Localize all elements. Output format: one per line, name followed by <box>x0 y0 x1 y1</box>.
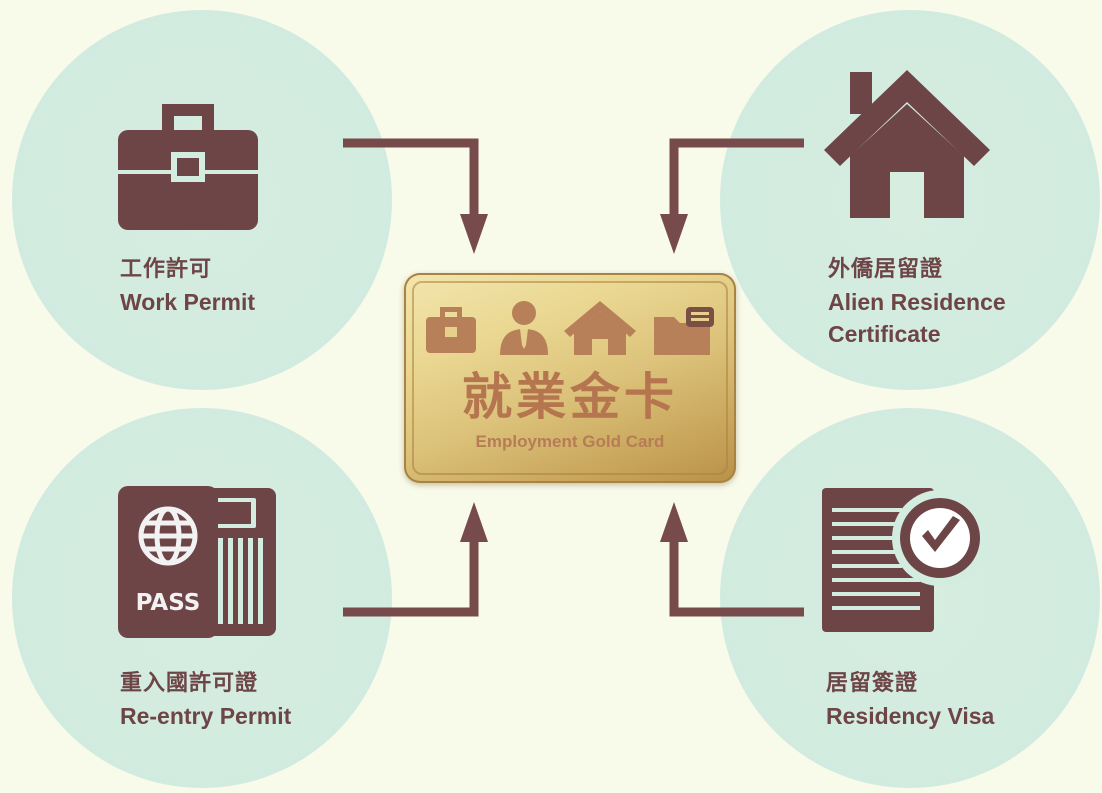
arrow-work-permit <box>343 138 479 224</box>
reentry-permit-label: 重入國許可證 Re-entry Permit <box>120 668 291 732</box>
residency-visa-zh: 居留簽證 <box>826 671 919 696</box>
work-permit-label: 工作許可 Work Permit <box>120 254 255 318</box>
card-title-en: Employment Gold Card <box>475 432 665 451</box>
card-person-icon <box>500 301 548 355</box>
alien-residence-en-line1: Alien Residence <box>828 289 1006 315</box>
arrowhead-alien-residence <box>660 214 688 254</box>
work-permit-en: Work Permit <box>120 289 256 315</box>
arrowhead-work-permit <box>460 214 488 254</box>
card-icon-row <box>426 301 714 355</box>
alien-residence-label: 外僑居留證 Alien Residence Certificate <box>828 254 1068 350</box>
briefcase-icon <box>118 104 258 230</box>
employment-gold-card: 就業金卡 Employment Gold Card <box>404 273 736 483</box>
arrow-residency-visa <box>669 534 804 617</box>
arrowhead-reentry-permit <box>460 502 488 542</box>
arrow-reentry-permit <box>343 534 479 617</box>
passport-icon: PASS <box>118 486 276 638</box>
passport-icon-text: PASS <box>136 590 201 616</box>
arrow-alien-residence <box>669 138 804 224</box>
card-inner-border <box>412 281 728 475</box>
card-house-icon <box>564 301 636 355</box>
document-check-icon <box>822 488 988 632</box>
alien-residence-en-line2: Certificate <box>828 321 941 347</box>
residency-visa-label: 居留簽證 Residency Visa <box>826 668 994 732</box>
reentry-permit-zh: 重入國許可證 <box>120 671 259 696</box>
residency-visa-en: Residency Visa <box>826 703 995 729</box>
card-folder-message-icon <box>654 307 714 355</box>
card-title-zh: 就業金卡 <box>462 368 678 426</box>
reentry-permit-en: Re-entry Permit <box>120 703 292 729</box>
alien-residence-zh: 外僑居留證 <box>828 257 944 282</box>
arrowhead-residency-visa <box>660 502 688 542</box>
work-permit-zh: 工作許可 <box>120 257 213 282</box>
house-icon <box>824 70 990 218</box>
card-briefcase-icon <box>426 307 476 353</box>
